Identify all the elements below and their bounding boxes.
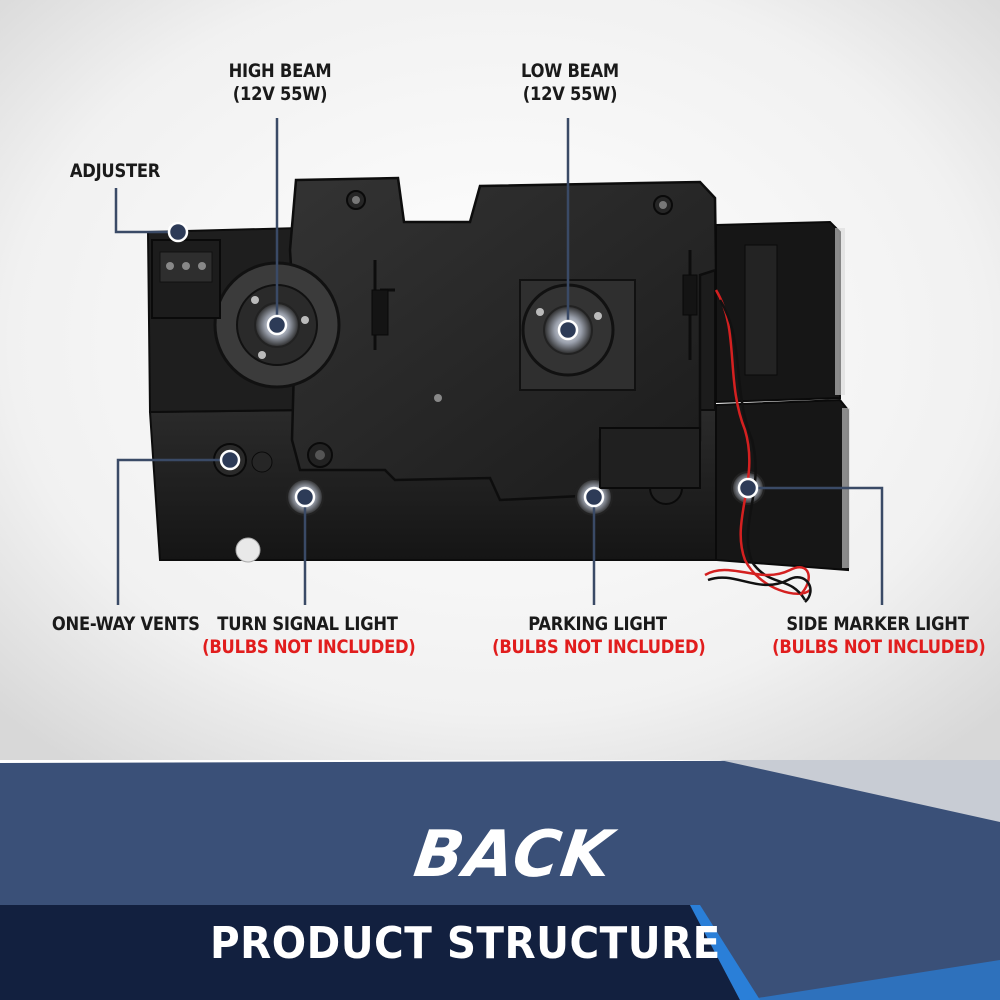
parking-light-dot [583,486,605,508]
one-way-vents-label: ONE-WAY VENTS [51,613,200,636]
adjuster-title: ADJUSTER [69,160,161,182]
adjuster-label: ADJUSTER [68,160,163,183]
turn-signal-note: (BULBS NOT INCLUDED) [202,635,416,658]
low-beam-title: LOW BEAM [521,60,619,82]
one-way-vents-title: ONE-WAY VENTS [51,613,200,635]
banner-subtitle: PRODUCT STRUCTURE [210,918,721,969]
low-beam-label: LOW BEAM (12V 55W) [501,60,639,106]
low-beam-socket [519,279,636,391]
side-marker-note: (BULBS NOT INCLUDED) [772,635,986,658]
callout-dots [167,221,759,508]
callout-lines [114,118,884,605]
low-beam-dot [557,319,579,341]
vent-dot [219,449,241,471]
turn-signal-label: TURN SIGNAL LIGHT (BULBS NOT INCLUDED) [202,613,416,659]
turn-signal-title: TURN SIGNAL LIGHT [217,613,398,635]
parking-light-title: PARKING LIGHT [528,613,667,635]
high-beam-title: HIGH BEAM [228,60,332,82]
high-beam-label: HIGH BEAM (12V 55W) [211,60,349,106]
side-marker-label: SIDE MARKER LIGHT (BULBS NOT INCLUDED) [772,613,986,659]
parking-light-label: PARKING LIGHT (BULBS NOT INCLUDED) [492,613,706,659]
side-marker-title: SIDE MARKER LIGHT [786,613,969,635]
bottom-banner [0,760,1000,1000]
high-beam-dot [266,314,288,336]
adjuster-block [151,239,221,319]
adjuster-dot [167,221,189,243]
low-beam-spec: (12V 55W) [522,82,618,105]
high-beam-spec: (12V 55W) [232,82,328,105]
parking-light-note: (BULBS NOT INCLUDED) [492,635,706,658]
side-marker-dot [737,477,759,499]
turn-signal-dot [294,486,316,508]
banner-title: BACK [409,818,618,892]
headlight-housing [146,176,850,603]
